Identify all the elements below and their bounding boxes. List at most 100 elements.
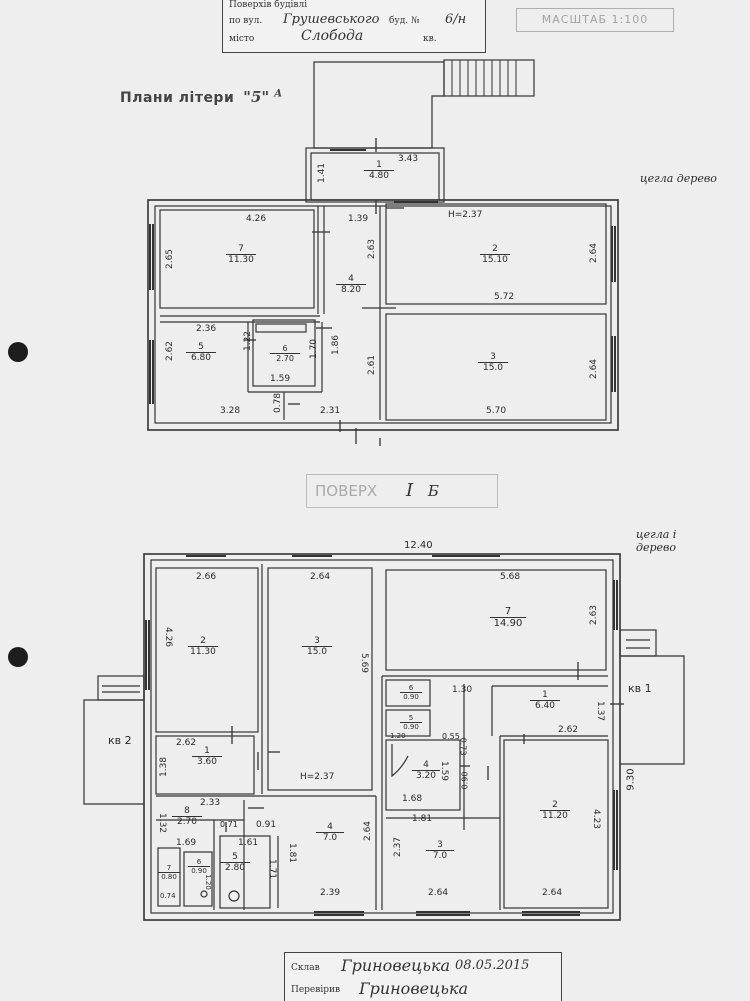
flat-label-2: кв 2 xyxy=(108,734,132,747)
dimension-label: 0.74 xyxy=(160,892,176,900)
dimension-label: 4.26 xyxy=(246,214,267,224)
dimension-label: 1.30 xyxy=(452,685,473,695)
dimension-label: 1.81 xyxy=(412,814,433,824)
dimension-label: 1.20 xyxy=(390,732,406,740)
dimension-label: 1.20 xyxy=(203,874,212,890)
stamp-line1: Поверхів будівлі xyxy=(229,0,308,10)
dimension-label: H=2.37 xyxy=(300,772,335,782)
dimension-label: 2.64 xyxy=(542,888,563,898)
floor-letter: Б xyxy=(427,482,439,500)
floor-stamp: ПОВЕРХ I Б xyxy=(306,474,498,508)
stamp-street-prefix: по вул. xyxy=(229,16,263,26)
punch-hole-bottom xyxy=(8,647,28,667)
dimension-label: 5.69 xyxy=(359,652,370,674)
stamp-house-label: буд. № xyxy=(389,16,420,26)
plan-letter-suffix: А xyxy=(274,88,283,100)
dimension-label: 1.68 xyxy=(402,794,423,804)
dimension-label: 1.61 xyxy=(238,838,259,848)
dimension-label: 0.73 xyxy=(458,737,468,756)
dimension-label: 1.81 xyxy=(287,842,298,864)
dimension-label: 1.39 xyxy=(348,214,369,224)
dimension-label: 2.36 xyxy=(196,324,217,334)
dimension-label: 9.30 xyxy=(625,768,637,791)
dimension-label: 1.38 xyxy=(159,756,170,778)
floor-stamp-text: ПОВЕРХ xyxy=(315,482,378,500)
dimension-label: 2.62 xyxy=(176,738,197,748)
dimension-label: 1.32 xyxy=(157,812,168,834)
plan-letter: "5" xyxy=(243,88,270,106)
footer-name-2: Гриновецька xyxy=(359,979,469,998)
dimension-label: 4.23 xyxy=(591,808,602,830)
dimension-label: 0.91 xyxy=(256,820,277,830)
stamp-house-no: 6/н xyxy=(445,12,467,27)
dimension-label: 2.66 xyxy=(196,572,217,582)
dimension-label: 1.71 xyxy=(267,858,278,880)
dimension-label: 2.64 xyxy=(310,572,331,582)
flat-label-1: кв 1 xyxy=(628,682,652,695)
dimension-label: 1.59 xyxy=(439,760,450,782)
header-stamp: Поверхів будівлі по вул. Грушевського бу… xyxy=(222,0,486,53)
dimension-label: 2.64 xyxy=(428,888,449,898)
dimension-label: 3.43 xyxy=(398,154,419,164)
footer-label-1: Склав xyxy=(291,963,320,973)
footer-label-2: Перевірив xyxy=(291,985,341,995)
dimension-label: 5.72 xyxy=(494,292,515,302)
floor-number: I xyxy=(405,480,414,501)
dimension-label: 1.59 xyxy=(270,374,291,384)
material-note-top: цегла дерево xyxy=(640,172,717,185)
dimension-label: 5.70 xyxy=(486,406,507,416)
dimension-label: 2.33 xyxy=(200,798,221,808)
plan-title-text: Плани літери xyxy=(120,90,235,106)
stamp-city-prefix: місто xyxy=(229,34,255,44)
scale-stamp: МАСШТАБ 1:100 xyxy=(516,8,674,32)
material-note-bottom: цегла і дерево xyxy=(636,528,677,554)
dimension-label: 12.40 xyxy=(404,540,433,551)
dimension-label: 2.62 xyxy=(558,725,579,735)
scale-stamp-text: МАСШТАБ 1:100 xyxy=(541,13,649,26)
dimension-label: 4.26 xyxy=(163,626,174,648)
stamp-street: Грушевського xyxy=(283,12,380,27)
stamp-apt-label: кв. xyxy=(423,34,437,44)
plan-title: Плани літери "5" А xyxy=(120,88,282,106)
dimension-label: 1.37 xyxy=(595,700,606,722)
dimension-label: 0.90 xyxy=(460,771,470,790)
dimension-label: H=2.37 xyxy=(448,210,483,220)
footer-date: 08.05.2015 xyxy=(455,958,530,973)
dimension-label: 1.69 xyxy=(176,838,197,848)
footer-name-1: Гриновецька xyxy=(341,956,451,975)
footer-stamp: Склав Гриновецька 08.05.2015 Перевірив Г… xyxy=(284,952,562,1001)
dimension-label: 2.31 xyxy=(320,406,341,416)
punch-hole-top xyxy=(8,342,28,362)
dimension-label: 0.71 xyxy=(220,820,238,829)
dimension-label: 2.64 xyxy=(363,820,374,842)
dimension-label: 5.68 xyxy=(500,572,521,582)
dimension-label: 2.39 xyxy=(320,888,341,898)
dimension-label: 0.55 xyxy=(442,732,460,741)
dimension-label: 3.28 xyxy=(220,406,241,416)
dimension-label: 2.37 xyxy=(393,836,404,858)
stamp-city: Слобода xyxy=(301,28,364,44)
